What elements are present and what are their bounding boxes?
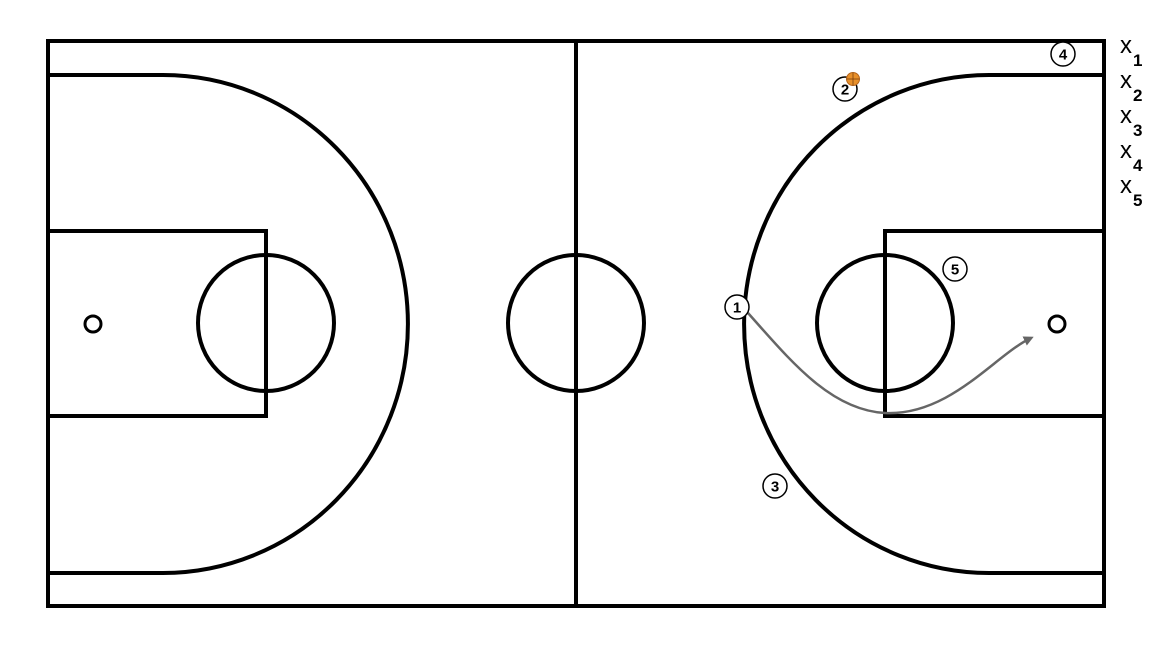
right-three-point-arc [742,73,990,575]
svg-text:x: x [1120,32,1132,59]
player-label: 4 [1059,47,1068,64]
right-key [883,229,1106,418]
svg-text:2: 2 [1133,86,1142,105]
defender-3[interactable]: x 3 [1120,102,1142,140]
player-label: 3 [771,479,779,496]
defender-1[interactable]: x 1 [1120,32,1142,70]
player-1-cut-path [747,312,1034,415]
player-label: 2 [841,82,849,99]
basketball-icon [846,72,860,86]
svg-text:x: x [1120,102,1132,129]
left-half-court [46,73,410,575]
svg-text:3: 3 [1133,121,1142,140]
svg-text:5: 5 [1133,191,1142,210]
offense-player-1[interactable]: 1 [724,294,750,320]
player-label: 5 [951,262,959,279]
svg-text:x: x [1120,172,1132,199]
left-three-point-arc [162,73,410,575]
right-basket [1047,314,1067,334]
right-free-throw-circle [815,253,955,393]
svg-text:4: 4 [1133,156,1143,175]
defense-legend: x 1 x 2 x 3 x 4 x 5 [1120,32,1143,210]
offense-player-3[interactable]: 3 [762,473,788,499]
svg-text:1: 1 [1133,51,1142,70]
defender-4[interactable]: x 4 [1120,137,1143,175]
offense-player-4[interactable]: 4 [1050,41,1076,67]
svg-text:x: x [1120,137,1132,164]
offense-player-5[interactable]: 5 [942,256,968,282]
svg-text:x: x [1120,67,1132,94]
center-circle [506,253,646,393]
left-free-throw-circle [196,253,336,393]
defender-2[interactable]: x 2 [1120,67,1142,105]
left-basket [83,314,103,334]
right-half-court [742,73,1106,575]
left-key [46,229,268,418]
defender-5[interactable]: x 5 [1120,172,1142,210]
player-label: 1 [733,300,741,317]
